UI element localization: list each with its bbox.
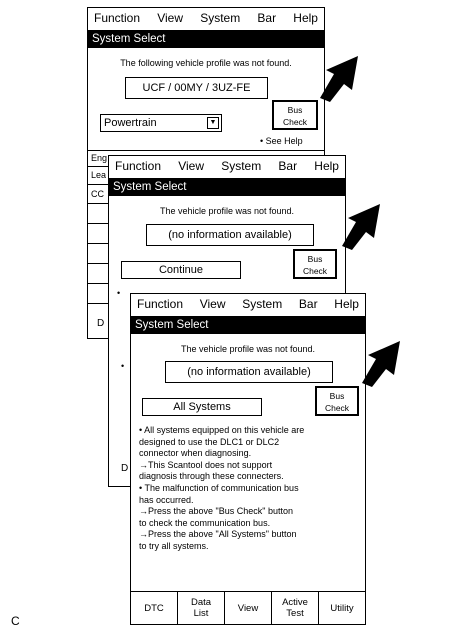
- list-item[interactable]: Lea: [91, 170, 107, 180]
- menu-view[interactable]: View: [157, 11, 184, 25]
- list-divider: [88, 184, 110, 185]
- note-line: →Press the above "All Systems" button: [139, 529, 297, 540]
- menu-function[interactable]: Function: [115, 159, 162, 173]
- menu-system[interactable]: System: [221, 159, 262, 173]
- window-title: System Select: [88, 30, 324, 48]
- note-line: • All systems equipped on this vehicle a…: [139, 425, 305, 435]
- pointer-arrow-icon: [362, 341, 400, 387]
- list-item[interactable]: CC: [91, 189, 104, 199]
- list-divider: [88, 203, 110, 204]
- profile-message: The vehicle profile was not found.: [180, 344, 316, 354]
- bus-check-button[interactable]: Bus Check: [315, 386, 359, 416]
- bullet-icon: •: [117, 288, 121, 298]
- list-divider: [88, 283, 110, 284]
- list-divider: [88, 150, 324, 151]
- bullet-icon: •: [121, 361, 125, 371]
- system-dropdown[interactable]: Powertrain ▼: [100, 114, 222, 132]
- menu-bar: Function View System Bar Help: [88, 8, 324, 28]
- pointer-arrow-icon: [320, 56, 358, 102]
- bus-check-button[interactable]: Bus Check: [272, 100, 318, 130]
- menu-function[interactable]: Function: [94, 11, 141, 25]
- note-line: designed to use the DLC1 or DLC2: [139, 436, 280, 447]
- notes-panel: • All systems equipped on this vehicle a…: [139, 425, 304, 553]
- menu-function[interactable]: Function: [137, 297, 184, 311]
- note-line: • The malfunction of communication bus: [139, 482, 299, 493]
- note-line: diagnosis through these connecters.: [139, 471, 284, 482]
- tab-active-test[interactable]: Active Test: [272, 592, 319, 624]
- menu-help[interactable]: Help: [293, 11, 318, 25]
- see-help-label: See Help: [265, 136, 303, 146]
- tab-stub[interactable]: D: [121, 463, 129, 474]
- tab-utility[interactable]: Utility: [330, 602, 354, 614]
- profile-message: The vehicle profile was not found.: [159, 206, 295, 216]
- bus-check-button[interactable]: Bus Check: [293, 249, 337, 279]
- note-line: connector when diagnosing.: [139, 448, 252, 459]
- list-divider: [88, 303, 110, 304]
- tab-view[interactable]: View: [225, 592, 272, 624]
- list-divider: [88, 166, 110, 167]
- tab-dtc[interactable]: DTC: [131, 592, 178, 624]
- tab-data-list[interactable]: Data List: [178, 592, 225, 624]
- all-systems-button[interactable]: All Systems: [142, 398, 262, 416]
- menu-help[interactable]: Help: [334, 297, 359, 311]
- note-line: to check the communication bus.: [139, 517, 271, 528]
- menu-bar-item[interactable]: Bar: [278, 159, 298, 173]
- menu-system[interactable]: System: [200, 11, 241, 25]
- tab-stub[interactable]: D: [97, 318, 105, 329]
- bullet-icon: •: [260, 136, 266, 146]
- list-divider: [88, 223, 110, 224]
- screen-all-systems: Function View System Bar Help System Sel…: [130, 293, 366, 625]
- vehicle-profile-box: UCF / 00MY / 3UZ-FE: [125, 77, 268, 99]
- bottom-tab-bar: DTC Data List View Active Test Utility: [131, 591, 365, 624]
- note-line: has occurred.: [139, 494, 194, 505]
- menu-system[interactable]: System: [242, 297, 283, 311]
- menu-view[interactable]: View: [199, 297, 226, 311]
- menu-bar: Function View System Bar Help: [131, 294, 365, 314]
- window-title: System Select: [131, 316, 365, 334]
- menu-view[interactable]: View: [178, 159, 205, 173]
- continue-button[interactable]: Continue: [121, 261, 241, 279]
- note-line: to try all systems.: [139, 540, 209, 551]
- list-item[interactable]: Eng: [91, 153, 108, 163]
- note-line: →Press the above "Bus Check" button: [139, 506, 293, 517]
- vehicle-profile-box: (no information available): [165, 361, 333, 383]
- menu-help[interactable]: Help: [314, 159, 339, 173]
- see-help-link[interactable]: • See Help: [260, 136, 303, 146]
- chevron-down-icon[interactable]: ▼: [207, 117, 219, 129]
- list-divider: [88, 263, 110, 264]
- pointer-arrow-icon: [342, 204, 380, 250]
- figure-caption: C: [11, 614, 20, 628]
- note-line: →This Scantool does not support: [139, 459, 273, 470]
- menu-bar: Function View System Bar Help: [109, 156, 345, 176]
- vehicle-profile-box: (no information available): [146, 224, 314, 246]
- menu-bar-item[interactable]: Bar: [298, 297, 318, 311]
- list-divider: [88, 243, 110, 244]
- profile-message: The following vehicle profile was not fo…: [120, 58, 292, 68]
- window-title: System Select: [109, 178, 345, 196]
- menu-bar-item[interactable]: Bar: [257, 11, 277, 25]
- dropdown-value: Powertrain: [104, 117, 157, 129]
